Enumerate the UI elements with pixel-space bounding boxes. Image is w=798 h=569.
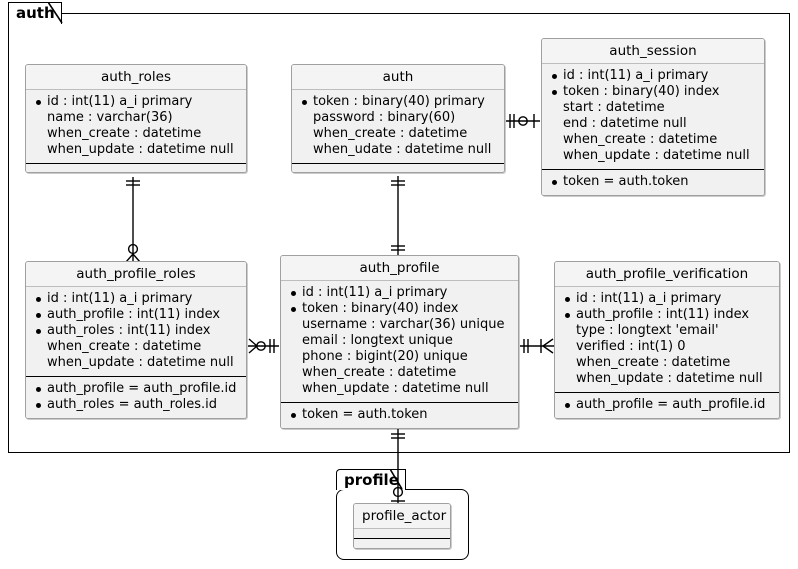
- entity-field: verified : int(1) 0: [576, 339, 686, 354]
- entity-title-profile_actor: profile_actor: [354, 504, 450, 529]
- entity-field: when_create : datetime: [47, 126, 202, 141]
- entity-field: auth_profile = auth_profile.id: [34, 381, 238, 397]
- entity-field: when_create : datetime: [313, 126, 468, 141]
- entity-field: email : longtext unique: [302, 333, 453, 348]
- entity-compartment: token = auth.token: [281, 403, 518, 428]
- entity-field: auth_profile = auth_profile.id: [563, 397, 771, 413]
- entity-field: id : int(11) a_i primary: [34, 94, 238, 110]
- entity-title-auth: auth: [292, 65, 504, 90]
- entity-compartment: token = auth.token: [542, 170, 764, 195]
- entity-field: type : longtext 'email': [576, 323, 719, 338]
- entity-field: name : varchar(36): [47, 110, 173, 125]
- package-profile-label: profile: [344, 470, 399, 489]
- entity-field: token = auth.token: [289, 407, 510, 423]
- entity-field: when_update : datetime null: [302, 381, 489, 396]
- entity-field: auth_profile : int(11) index: [563, 307, 771, 323]
- entity-title-auth_profile_verification: auth_profile_verification: [555, 262, 779, 287]
- entity-compartment: [354, 539, 450, 548]
- entity-field: start : datetime: [563, 100, 665, 115]
- entity-profile_actor[interactable]: profile_actor: [353, 503, 451, 549]
- entity-title-auth_profile: auth_profile: [281, 256, 518, 281]
- entity-field: id : int(11) a_i primary: [34, 291, 238, 307]
- package-profile-tab[interactable]: profile: [336, 469, 406, 490]
- entity-field: when_create : datetime: [563, 132, 718, 147]
- entity-field: when_update : datetime null: [47, 355, 234, 370]
- entity-field: id : int(11) a_i primary: [550, 68, 756, 84]
- entity-field: when_create : datetime: [302, 365, 457, 380]
- entity-field: when_update : datetime null: [576, 371, 763, 386]
- entity-field: auth_roles = auth_roles.id: [34, 397, 238, 413]
- entity-field: when_create : datetime: [47, 339, 202, 354]
- entity-field: token = auth.token: [550, 174, 756, 190]
- entity-field: when_update : datetime null: [47, 142, 234, 157]
- entity-title-auth_session: auth_session: [542, 39, 764, 64]
- entity-title-auth_roles: auth_roles: [26, 65, 246, 90]
- entity-compartment: [26, 164, 246, 172]
- entity-field: token : binary(40) index: [289, 301, 510, 317]
- entity-field: token : binary(40) primary: [300, 94, 496, 110]
- entity-field: id : int(11) a_i primary: [563, 291, 771, 307]
- package-auth-tab[interactable]: auth: [8, 2, 62, 24]
- entity-field: username : varchar(36) unique: [302, 317, 505, 332]
- entity-compartment: auth_profile = auth_profile.id: [555, 393, 779, 418]
- entity-field: token : binary(40) index: [550, 84, 756, 100]
- entity-compartment: [354, 529, 450, 539]
- package-auth: [8, 13, 790, 453]
- entity-field: when_create : datetime: [576, 355, 731, 370]
- entity-field: auth_roles : int(11) index: [34, 323, 238, 339]
- entity-field: id : int(11) a_i primary: [289, 285, 510, 301]
- entity-field: when_update : datetime null: [563, 148, 750, 163]
- package-auth-label: auth: [16, 4, 55, 22]
- entity-field: when_udate : datetime null: [313, 142, 492, 157]
- entity-compartment: [292, 164, 504, 172]
- entity-title-auth_profile_roles: auth_profile_roles: [26, 262, 246, 287]
- entity-field: end : datetime null: [563, 116, 687, 131]
- entity-field: password : binary(60): [313, 110, 456, 125]
- entity-field: auth_profile : int(11) index: [34, 307, 238, 323]
- entity-field: phone : bigint(20) unique: [302, 349, 468, 364]
